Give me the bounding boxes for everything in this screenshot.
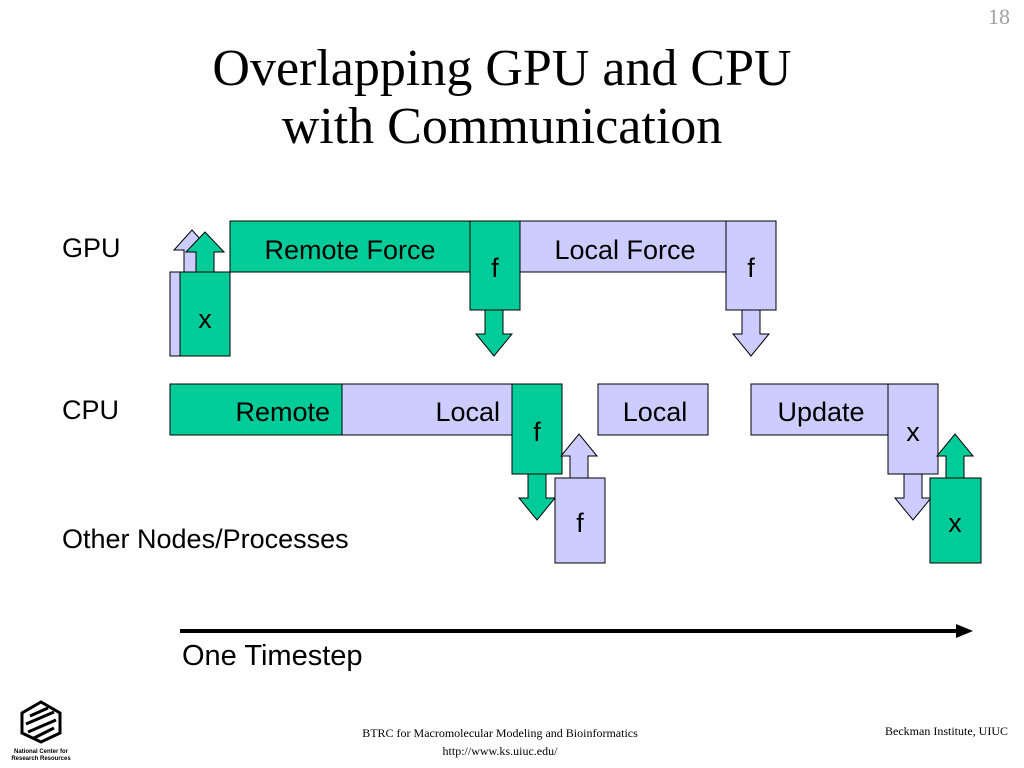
timestep-label: One Timestep [182, 640, 363, 672]
cpu-local-block-2 [597, 383, 709, 436]
row-label-gpu: GPU [62, 233, 121, 263]
cpu-x-down-arrow-icon [893, 473, 933, 521]
cpu-x-label: x [906, 417, 920, 447]
gpu-remote-force-label: Remote Force [264, 235, 435, 265]
ncrr-logo: National Center for Research Resources [8, 698, 74, 763]
timestep-arrow-head-icon [956, 624, 973, 638]
gpu-local-force-block [519, 220, 727, 273]
row-label-other-nodes: Other Nodes/Processes [62, 524, 349, 554]
cpu-update-block [750, 383, 889, 436]
cpu-update-label: Update [777, 397, 864, 427]
slide-title: Overlapping GPU and CPU with Communicati… [0, 40, 1004, 156]
footer-org: BTRC for Macromolecular Modeling and Bio… [362, 726, 638, 740]
gpu-f-label-2: f [747, 253, 755, 283]
cpu-local-label-1: Local [435, 397, 500, 427]
gpu-down-arrow-icon-1 [474, 309, 514, 357]
other-f-label: f [576, 508, 584, 538]
other-x-block [929, 477, 982, 564]
gpu-local-force-label: Local Force [554, 235, 695, 265]
gpu-x-block [179, 271, 231, 357]
gpu-down-arrow-icon-2 [731, 309, 771, 357]
other-up-arrow-icon-x [935, 433, 975, 479]
logo-text-line-2: Research Resources [11, 756, 71, 762]
other-f-block [554, 477, 606, 564]
title-line-1: Overlapping GPU and CPU [212, 40, 792, 97]
title-line-2: with Communication [281, 98, 723, 156]
cpu-f-label: f [533, 417, 541, 447]
cpu-remote-label: Remote [235, 397, 330, 427]
row-label-cpu: CPU [62, 395, 120, 425]
ncrr-logo-icon [20, 700, 62, 744]
gpu-f-label-1: f [491, 253, 499, 283]
cpu-local-block-1 [341, 383, 513, 436]
gpu-remote-force-block [229, 220, 471, 273]
footer-url: http://www.ks.uiuc.edu/ [442, 744, 558, 758]
footer-institute: Beckman Institute, UIUC [885, 724, 1008, 738]
cpu-down-arrow-icon [517, 473, 557, 521]
other-x-label: x [948, 508, 962, 538]
gpu-up-arrow-icon [184, 231, 226, 273]
logo-text-line-1: National Center for [13, 749, 68, 755]
gpu-f-block-2 [725, 220, 777, 311]
cpu-remote-block [169, 383, 343, 436]
gpu-x-label: x [198, 304, 212, 334]
slide-number: 18 [988, 4, 1010, 29]
footer-center: BTRC for Macromolecular Modeling and Bio… [270, 724, 730, 760]
cpu-local-label-2: Local [623, 397, 688, 427]
cpu-f-block [511, 383, 563, 475]
other-up-arrow-icon-f [559, 433, 599, 479]
